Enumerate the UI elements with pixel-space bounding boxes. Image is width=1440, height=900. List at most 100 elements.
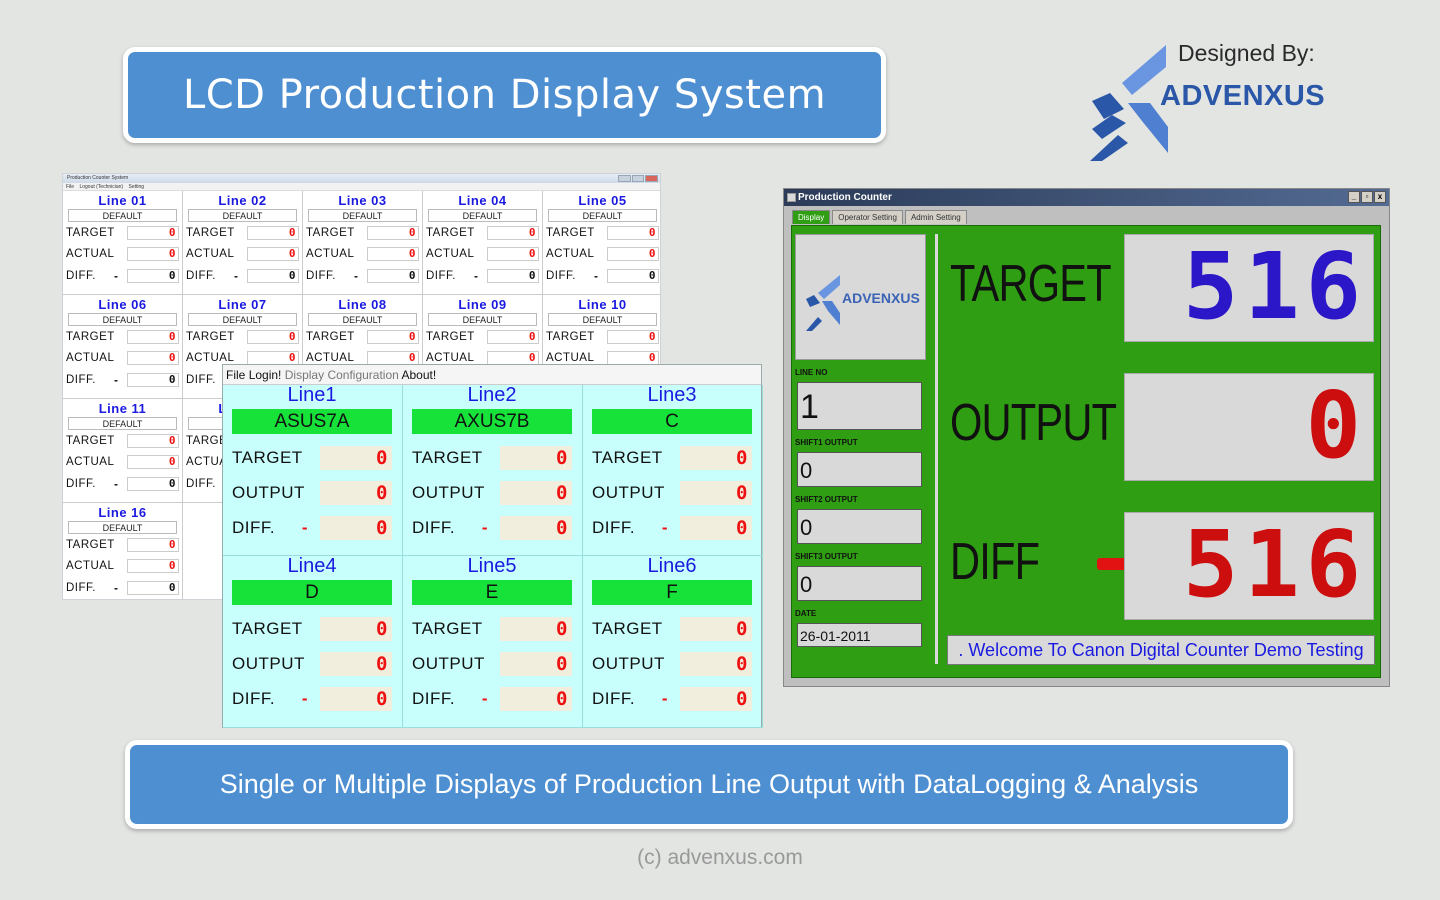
actual-value: 0 bbox=[127, 559, 179, 574]
tab-operator-setting[interactable]: Operator Setting bbox=[832, 210, 903, 224]
target-label: TARGET bbox=[306, 330, 355, 343]
minus-sign: - bbox=[354, 268, 359, 283]
close-button[interactable]: x bbox=[1374, 191, 1386, 203]
minimize-button[interactable] bbox=[618, 175, 631, 182]
menu-setting[interactable]: Setting bbox=[128, 184, 145, 190]
panel-divider bbox=[935, 234, 938, 664]
model-field: F bbox=[592, 580, 752, 605]
diff-panel: DIFF 516 bbox=[944, 512, 1374, 622]
diff-value: 0 bbox=[680, 515, 752, 540]
menu-file[interactable]: File bbox=[66, 184, 75, 190]
menu-login[interactable]: Login! bbox=[248, 368, 282, 382]
model-field: DEFAULT bbox=[308, 313, 417, 326]
target-value: 0 bbox=[607, 225, 659, 240]
menu-configuration[interactable]: Configuration bbox=[327, 368, 399, 382]
output-value: 0 bbox=[320, 480, 392, 505]
line-name: Line 02 bbox=[218, 193, 267, 208]
target-label: TARGET bbox=[186, 226, 235, 239]
model-field: C bbox=[592, 409, 752, 434]
multi-line-display-window: File Login! Display Configuration About!… bbox=[222, 364, 763, 728]
menu-logout[interactable]: Logout (Technician) bbox=[79, 184, 124, 190]
diff-label: DIFF. bbox=[186, 373, 216, 386]
menu-file[interactable]: File bbox=[226, 368, 246, 382]
target-value: 0 bbox=[500, 616, 572, 641]
diff-label: DIFF. bbox=[592, 517, 636, 537]
actual-label: ACTUAL bbox=[306, 352, 355, 365]
menu-about[interactable]: About! bbox=[401, 368, 437, 382]
shift2-output-field[interactable]: 0 bbox=[797, 509, 922, 544]
diff-row: DIFF.-0 bbox=[592, 681, 752, 716]
line-no-field[interactable]: 1 bbox=[797, 382, 922, 430]
minimize-button[interactable]: _ bbox=[1348, 191, 1360, 203]
model-field: DEFAULT bbox=[548, 313, 657, 326]
actual-label: ACTUAL bbox=[546, 248, 595, 261]
output-label: OUTPUT bbox=[592, 482, 665, 502]
model-field: DEFAULT bbox=[548, 209, 657, 222]
actual-row: ACTUAL 0 bbox=[66, 556, 179, 578]
model-field: DEFAULT bbox=[188, 313, 297, 326]
minus-sign: - bbox=[481, 688, 489, 708]
target-label: TARGET bbox=[546, 226, 595, 239]
minus-sign: - bbox=[661, 517, 669, 537]
diff-row: DIFF.-0 bbox=[66, 577, 179, 599]
output-value: 0 bbox=[500, 480, 572, 505]
footer-banner: Single or Multiple Displays of Productio… bbox=[125, 740, 1293, 829]
line-name: Line 01 bbox=[98, 193, 147, 208]
actual-label: ACTUAL bbox=[66, 560, 115, 573]
line-name: Line 11 bbox=[98, 401, 147, 416]
target-label: TARGET bbox=[66, 330, 115, 343]
close-button[interactable] bbox=[645, 175, 659, 182]
target-value: 0 bbox=[500, 445, 572, 470]
actual-label: ACTUAL bbox=[186, 456, 235, 469]
date-field[interactable]: 26-01-2011 bbox=[797, 623, 922, 647]
shift1-output-field[interactable]: 0 bbox=[797, 452, 922, 487]
output-value: 0 bbox=[1124, 373, 1374, 481]
output-label: OUTPUT bbox=[412, 653, 485, 673]
window-controls bbox=[618, 175, 659, 182]
minus-sign: - bbox=[594, 268, 599, 283]
model-field: DEFAULT bbox=[68, 417, 177, 430]
model-field: ASUS7A bbox=[232, 409, 392, 434]
target-label: TARGET bbox=[426, 226, 475, 239]
line-name: Line 16 bbox=[98, 505, 147, 520]
diff-value: 0 bbox=[127, 580, 179, 595]
welcome-marquee: . Welcome To Canon Digital Counter Demo … bbox=[947, 635, 1375, 665]
diff-label: DIFF bbox=[950, 533, 1040, 591]
counter-display-panel: ADVENXUS LINE NO 1 SHIFT1 OUTPUT 0 SHIFT… bbox=[791, 225, 1381, 678]
line-name: Line 04 bbox=[458, 193, 507, 208]
tab-display[interactable]: Display bbox=[792, 210, 831, 224]
diff-row: DIFF.-0 bbox=[412, 681, 572, 716]
shift3-output-field[interactable]: 0 bbox=[797, 566, 922, 601]
menu-display[interactable]: Display bbox=[284, 368, 325, 382]
target-value: 0 bbox=[487, 329, 539, 344]
target-value: 0 bbox=[127, 329, 179, 344]
shift3-output-label: SHIFT3 OUTPUT bbox=[795, 552, 858, 561]
model-field: DEFAULT bbox=[428, 313, 537, 326]
minus-sign: - bbox=[114, 372, 119, 387]
diff-row: DIFF.-0 bbox=[232, 510, 392, 545]
line-name: Line2 bbox=[467, 384, 517, 406]
output-label: OUTPUT bbox=[592, 653, 665, 673]
actual-value: 0 bbox=[607, 247, 659, 262]
diff-row: DIFF.-0 bbox=[232, 681, 392, 716]
maximize-button[interactable] bbox=[631, 175, 645, 182]
line-name: Line 06 bbox=[98, 297, 147, 312]
target-label: TARGET bbox=[232, 618, 303, 638]
maximize-button[interactable]: ▫ bbox=[1361, 191, 1373, 203]
tab-admin-setting[interactable]: Admin Setting bbox=[904, 210, 967, 224]
window-title: Production Counter System bbox=[67, 175, 129, 181]
